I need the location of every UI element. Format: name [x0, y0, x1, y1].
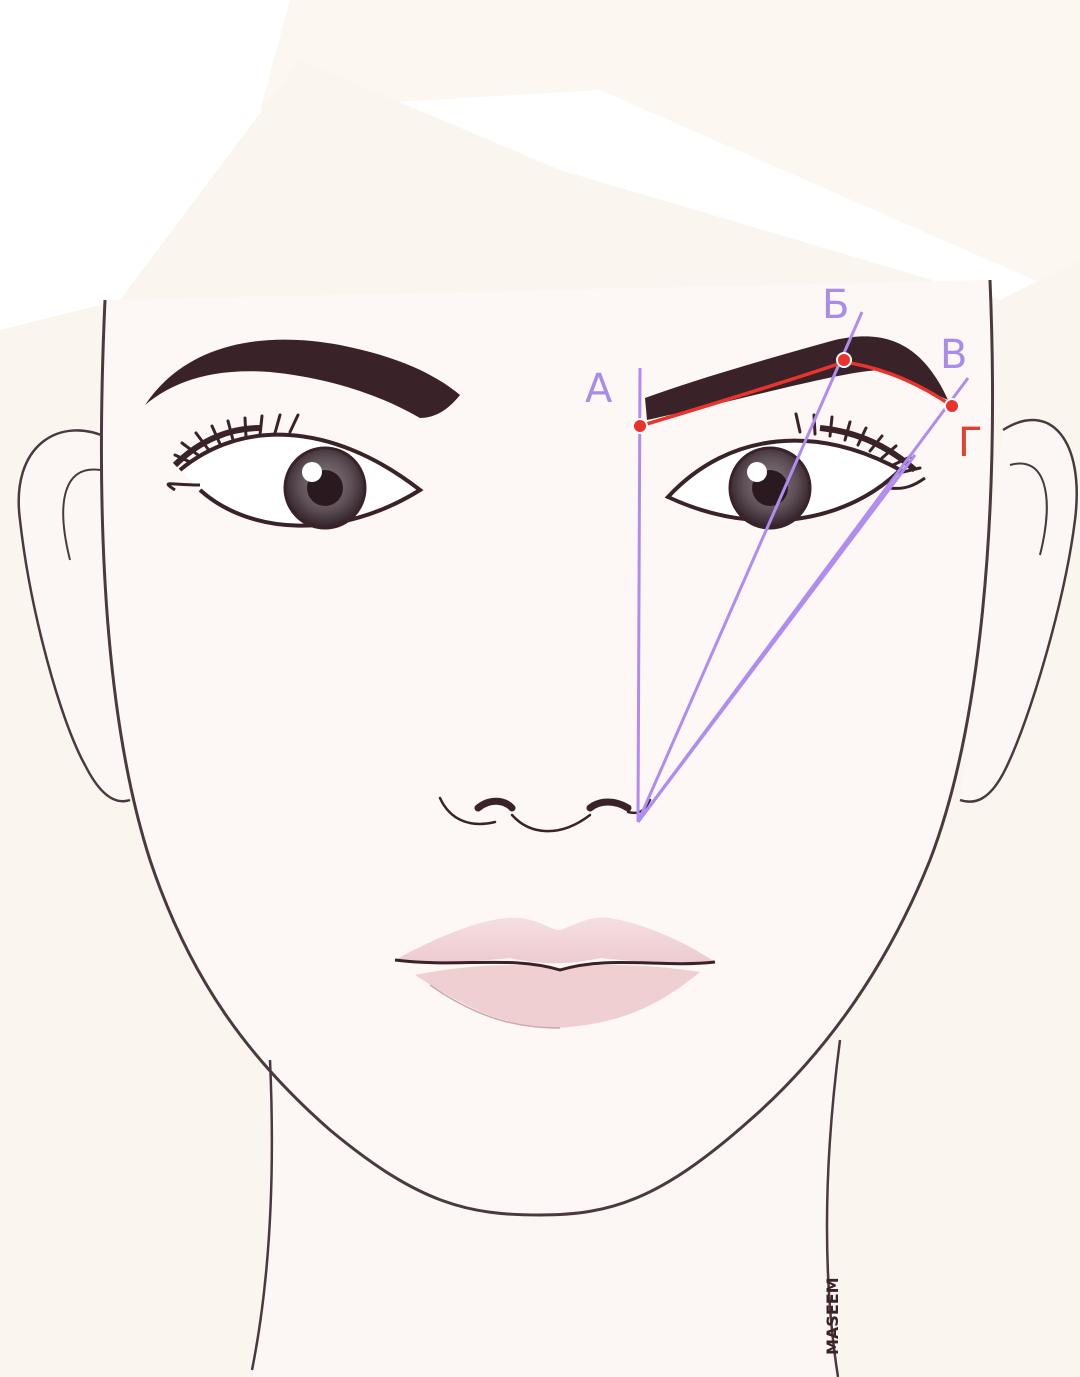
label-g: Г	[958, 420, 982, 466]
label-v: В	[940, 332, 967, 378]
watermark: MASEEM	[823, 1277, 842, 1355]
label-b: Б	[822, 282, 849, 328]
guide-line-a	[638, 368, 640, 822]
label-a: А	[585, 366, 613, 412]
point-b-marker	[837, 353, 851, 367]
point-a-marker	[633, 419, 647, 433]
point-v-marker	[945, 399, 959, 413]
